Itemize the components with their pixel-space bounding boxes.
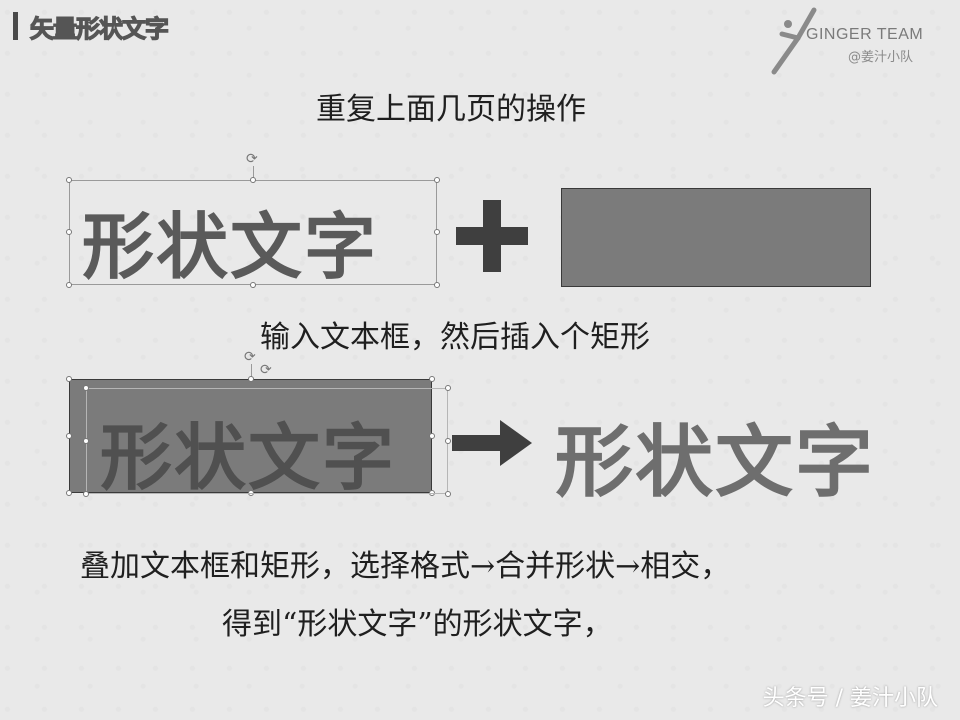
resize-handle[interactable] bbox=[445, 385, 451, 391]
step-repeat-text: 重复上面几页的操作 bbox=[316, 92, 586, 127]
resize-handle[interactable] bbox=[445, 438, 451, 444]
resize-handle[interactable] bbox=[66, 282, 72, 288]
resize-handle[interactable] bbox=[66, 229, 72, 235]
resize-handle[interactable] bbox=[429, 433, 435, 439]
resize-handle[interactable] bbox=[83, 491, 89, 497]
rotate-handle-icon[interactable]: ⟳ bbox=[244, 349, 256, 365]
textbox-word[interactable]: 形状文字 bbox=[82, 205, 379, 289]
plus-icon bbox=[456, 200, 528, 272]
resize-handle[interactable] bbox=[248, 376, 254, 382]
logo-sub-text: @姜汁小队 bbox=[848, 50, 914, 65]
overlay-word[interactable]: 形状文字 bbox=[100, 416, 397, 500]
step-merge-line1: 叠加文本框和矩形，选择格式→合并形状→相交， bbox=[80, 549, 731, 584]
resize-handle[interactable] bbox=[66, 433, 72, 439]
resize-handle[interactable] bbox=[445, 491, 451, 497]
rotate-connector bbox=[251, 364, 252, 378]
resize-handle[interactable] bbox=[434, 177, 440, 183]
arrow-right-icon bbox=[452, 420, 532, 466]
resize-handle[interactable] bbox=[250, 282, 256, 288]
textbox-selection-frame[interactable] bbox=[66, 177, 440, 288]
resize-handle[interactable] bbox=[434, 229, 440, 235]
resize-handle[interactable] bbox=[434, 282, 440, 288]
textbox-selection-frame[interactable] bbox=[83, 385, 451, 497]
step-merge-line2: 得到“形状文字”的形状文字， bbox=[222, 607, 613, 642]
page-title: 矢量形状文字 bbox=[29, 14, 169, 43]
rotate-connector bbox=[253, 166, 254, 180]
footer-credit: 头条号 / 姜汁小队 bbox=[762, 686, 938, 711]
rotate-handle-icon[interactable]: ⟳ bbox=[260, 362, 272, 378]
step-insert-text: 输入文本框，然后插入个矩形 bbox=[260, 320, 650, 355]
rectangle-shape[interactable] bbox=[561, 188, 871, 287]
resize-handle[interactable] bbox=[66, 177, 72, 183]
resize-handle[interactable] bbox=[66, 490, 72, 496]
rotate-handle-icon[interactable]: ⟳ bbox=[246, 151, 258, 167]
ginger-team-logo bbox=[771, 7, 817, 75]
resize-handle[interactable] bbox=[429, 376, 435, 382]
title-accent-bar bbox=[13, 12, 18, 40]
resize-handle[interactable] bbox=[250, 177, 256, 183]
resize-handle[interactable] bbox=[66, 376, 72, 382]
logo-brand-text: GINGER TEAM bbox=[806, 26, 924, 43]
resize-handle[interactable] bbox=[83, 385, 89, 391]
resize-handle[interactable] bbox=[83, 438, 89, 444]
result-shape-word[interactable]: 形状文字 bbox=[555, 418, 876, 508]
